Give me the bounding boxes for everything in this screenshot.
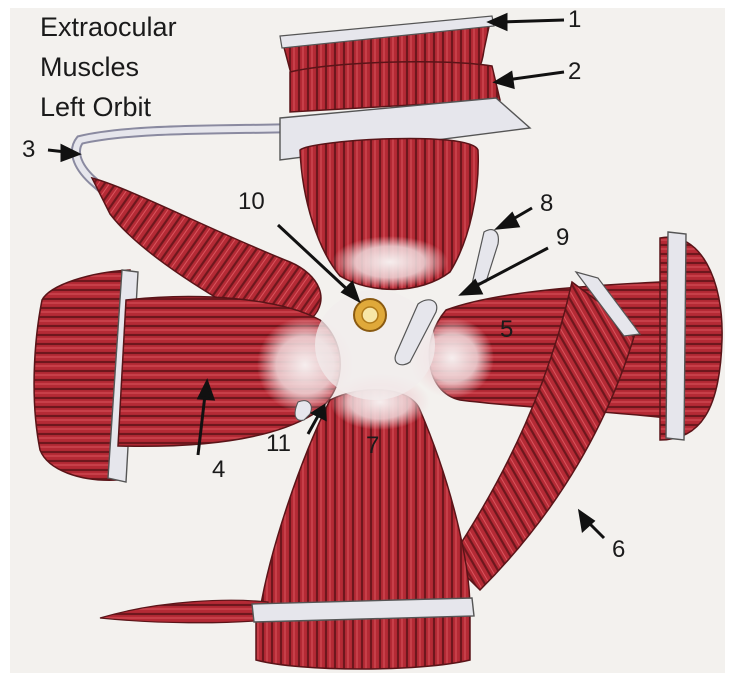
label-2: 2 <box>568 60 581 84</box>
label-4: 4 <box>212 458 225 482</box>
label-9: 9 <box>556 226 569 250</box>
medial-rectus-tendon <box>666 232 686 440</box>
label-10: 10 <box>238 190 265 214</box>
optic-nerve-center <box>362 307 378 323</box>
label-1: 1 <box>568 8 581 32</box>
label-7: 7 <box>366 434 379 458</box>
label-3: 3 <box>22 138 35 162</box>
title-line-1: Extraocular <box>40 14 177 41</box>
title-line-3: Left Orbit <box>40 94 151 121</box>
label-6: 6 <box>612 538 625 562</box>
superior-rectus-origin <box>332 236 448 288</box>
title-line-2: Muscles <box>40 54 139 81</box>
label-11: 11 <box>266 432 291 456</box>
label-8: 8 <box>540 192 553 216</box>
label-5: 5 <box>500 318 513 342</box>
arrow-1 <box>500 20 564 22</box>
